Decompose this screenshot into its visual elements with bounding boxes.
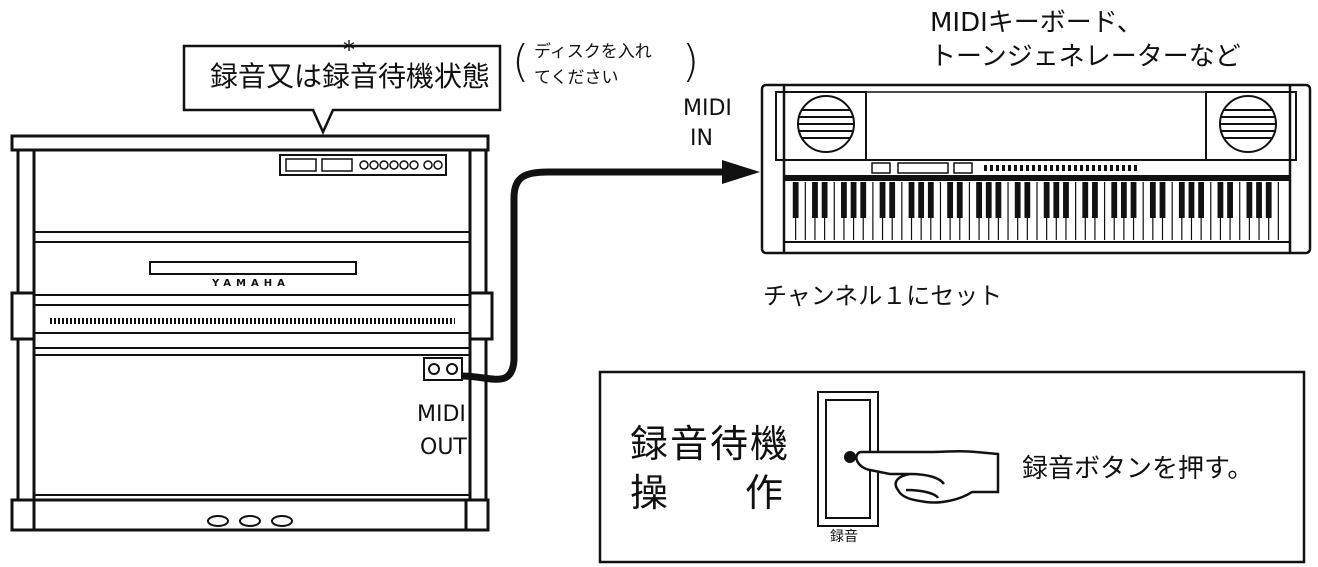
target-device-line2: トーンジェネレーターなど [930, 42, 1241, 72]
operation-title-line1: 録音待機 [630, 422, 791, 466]
midi-in-label-line2: IN [690, 126, 713, 151]
piano-illustration [10, 134, 494, 532]
black-key [879, 182, 886, 218]
operation-instruction: 録音ボタンを押す。 [1022, 454, 1254, 484]
speaker-right-icon [1219, 95, 1277, 153]
black-key [1227, 182, 1233, 218]
disk-note-line1: ディスクを入れ [534, 42, 652, 62]
black-key [918, 182, 925, 218]
midi-cable [461, 160, 760, 383]
disk-note-line2: てください [534, 68, 619, 88]
black-key [1178, 182, 1185, 218]
black-key [927, 182, 934, 218]
black-key [1043, 182, 1050, 218]
black-key [985, 182, 992, 218]
black-key [1053, 182, 1060, 218]
arrowhead-icon [722, 160, 760, 184]
black-key [1159, 182, 1166, 218]
keyboard-keys [792, 182, 1279, 240]
black-key [850, 182, 857, 218]
black-key [1149, 182, 1156, 218]
black-key [792, 182, 799, 218]
operation-box [598, 370, 1306, 564]
status-label: 録音又は録音待機状態 [210, 60, 491, 93]
black-key [1082, 182, 1089, 218]
disk-note-paren-open: ( [512, 36, 530, 87]
black-key [1188, 182, 1195, 218]
black-key [908, 182, 915, 218]
channel-note: チャンネル１にセット [763, 282, 1003, 310]
midi-in-label-line1: MIDI [683, 96, 732, 121]
black-key [812, 182, 818, 218]
midi-out-label-line1: MIDI [417, 402, 466, 427]
black-key [1014, 182, 1021, 218]
black-key [889, 182, 896, 218]
disk-note-paren-close: ) [682, 36, 700, 87]
operation-title-line2a: 操 [630, 471, 669, 515]
status-asterisk: * [343, 36, 355, 64]
black-key [1130, 182, 1137, 218]
black-key [1120, 182, 1127, 218]
black-key [860, 182, 867, 218]
black-key [1246, 182, 1253, 218]
black-key [1265, 182, 1272, 218]
target-device-line1: MIDIキーボード、 [930, 8, 1143, 38]
midi-out-label-line2: OUT [420, 435, 467, 460]
black-key [956, 182, 963, 218]
midi-keyboard-illustration [760, 83, 1312, 255]
black-key [976, 182, 982, 218]
black-key [1198, 182, 1205, 218]
pressing-hand-icon [855, 449, 1000, 504]
black-key [1024, 182, 1031, 218]
black-key [995, 182, 1002, 218]
black-key [1111, 182, 1118, 218]
speaker-left-icon [797, 95, 855, 153]
black-key [821, 182, 828, 218]
black-key [947, 182, 954, 218]
black-key [1063, 182, 1069, 218]
black-key [1092, 182, 1098, 218]
status-callout [182, 44, 502, 136]
black-key [1256, 182, 1262, 218]
operation-title-line2b: 作 [745, 471, 784, 515]
piano-brand-logo: YAMAHA [212, 278, 290, 289]
record-button-label: 録音 [830, 529, 858, 545]
black-key [1217, 182, 1224, 218]
black-key [841, 182, 847, 218]
